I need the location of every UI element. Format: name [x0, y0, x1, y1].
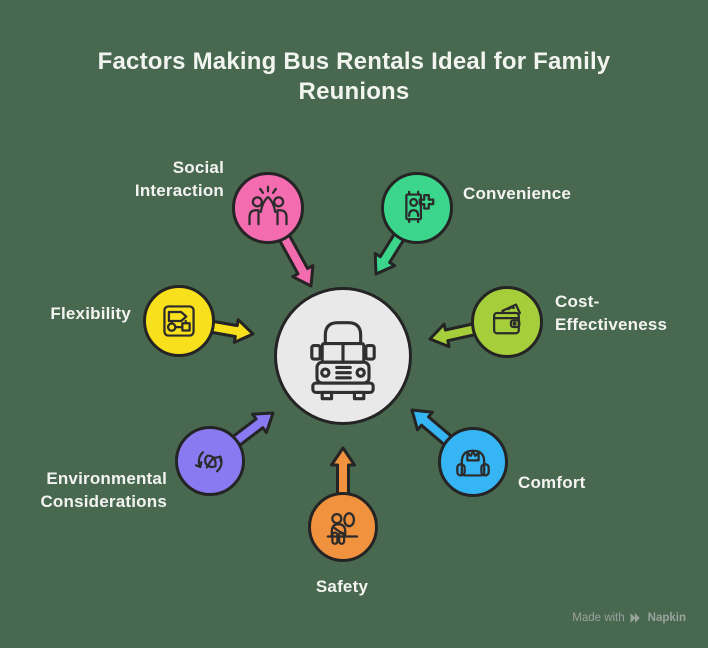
made-with-napkin-link[interactable]: Made with Napkin: [572, 612, 686, 624]
bus-icon: [310, 321, 376, 401]
leaf-cycle-icon: [194, 451, 223, 473]
wallet-icon: [493, 303, 521, 335]
factor-label-social-interaction: Social Interaction: [134, 158, 224, 200]
factor-circle-social-interaction: [232, 172, 304, 244]
high-five-icon: [248, 185, 288, 226]
center-hub-circle: [274, 287, 412, 425]
armchair-crown-icon: [456, 449, 490, 477]
factor-circle-flexibility: [143, 285, 215, 357]
factor-circle-convenience: [381, 172, 453, 244]
factor-label-comfort: Comfort: [518, 473, 586, 492]
factor-label-safety: Safety: [315, 577, 369, 596]
factor-circle-safety: [308, 492, 378, 562]
factor-label-convenience: Convenience: [463, 184, 572, 203]
person-plus-icon: [405, 190, 435, 224]
flowchart-icon: [163, 305, 195, 337]
factor-label-cost-effectiveness: Cost- Effectiveness: [555, 292, 668, 334]
factor-label-flexibility: Flexibility: [50, 304, 131, 323]
watermark-brand: Napkin: [647, 612, 686, 624]
page-title: Factors Making Bus Rentals Ideal for Fam…: [97, 48, 611, 105]
watermark-text: Made with: [572, 612, 625, 624]
factor-circle-comfort: [438, 427, 508, 497]
napkin-logo-icon: [630, 613, 640, 623]
factor-circle-environmental-considerations: [175, 426, 245, 496]
factor-label-environmental-considerations: Environmental Considerations: [40, 469, 167, 511]
seatbelt-icon: [326, 512, 359, 545]
factor-circle-cost-effectiveness: [471, 286, 543, 358]
